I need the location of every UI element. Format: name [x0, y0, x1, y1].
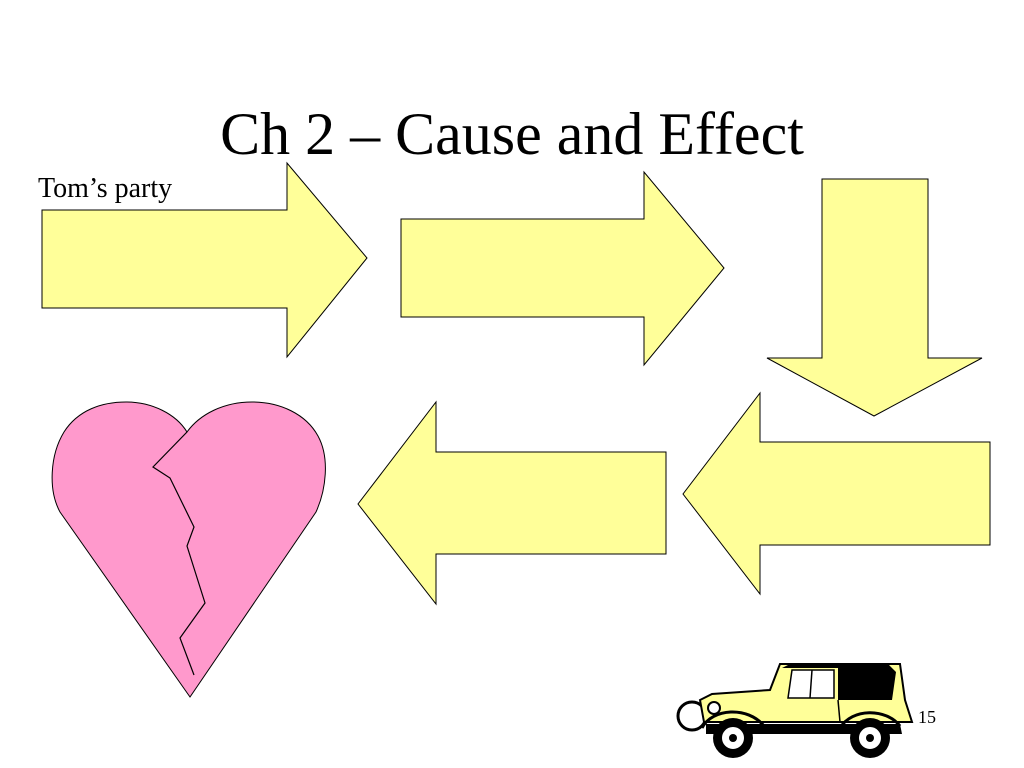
start-label: Tom’s party [38, 173, 173, 204]
slide-title: Ch 2 – Cause and Effect [220, 101, 804, 167]
arrow-down [766, 178, 983, 417]
arrow-left-2 [357, 400, 667, 606]
vintage-car-icon [676, 663, 914, 758]
arrow-left-1 [682, 391, 991, 596]
arrow-right-1 [41, 161, 368, 359]
arrow-right-2 [400, 170, 725, 367]
broken-heart-icon [51, 401, 326, 698]
page-number: 15 [918, 707, 936, 727]
